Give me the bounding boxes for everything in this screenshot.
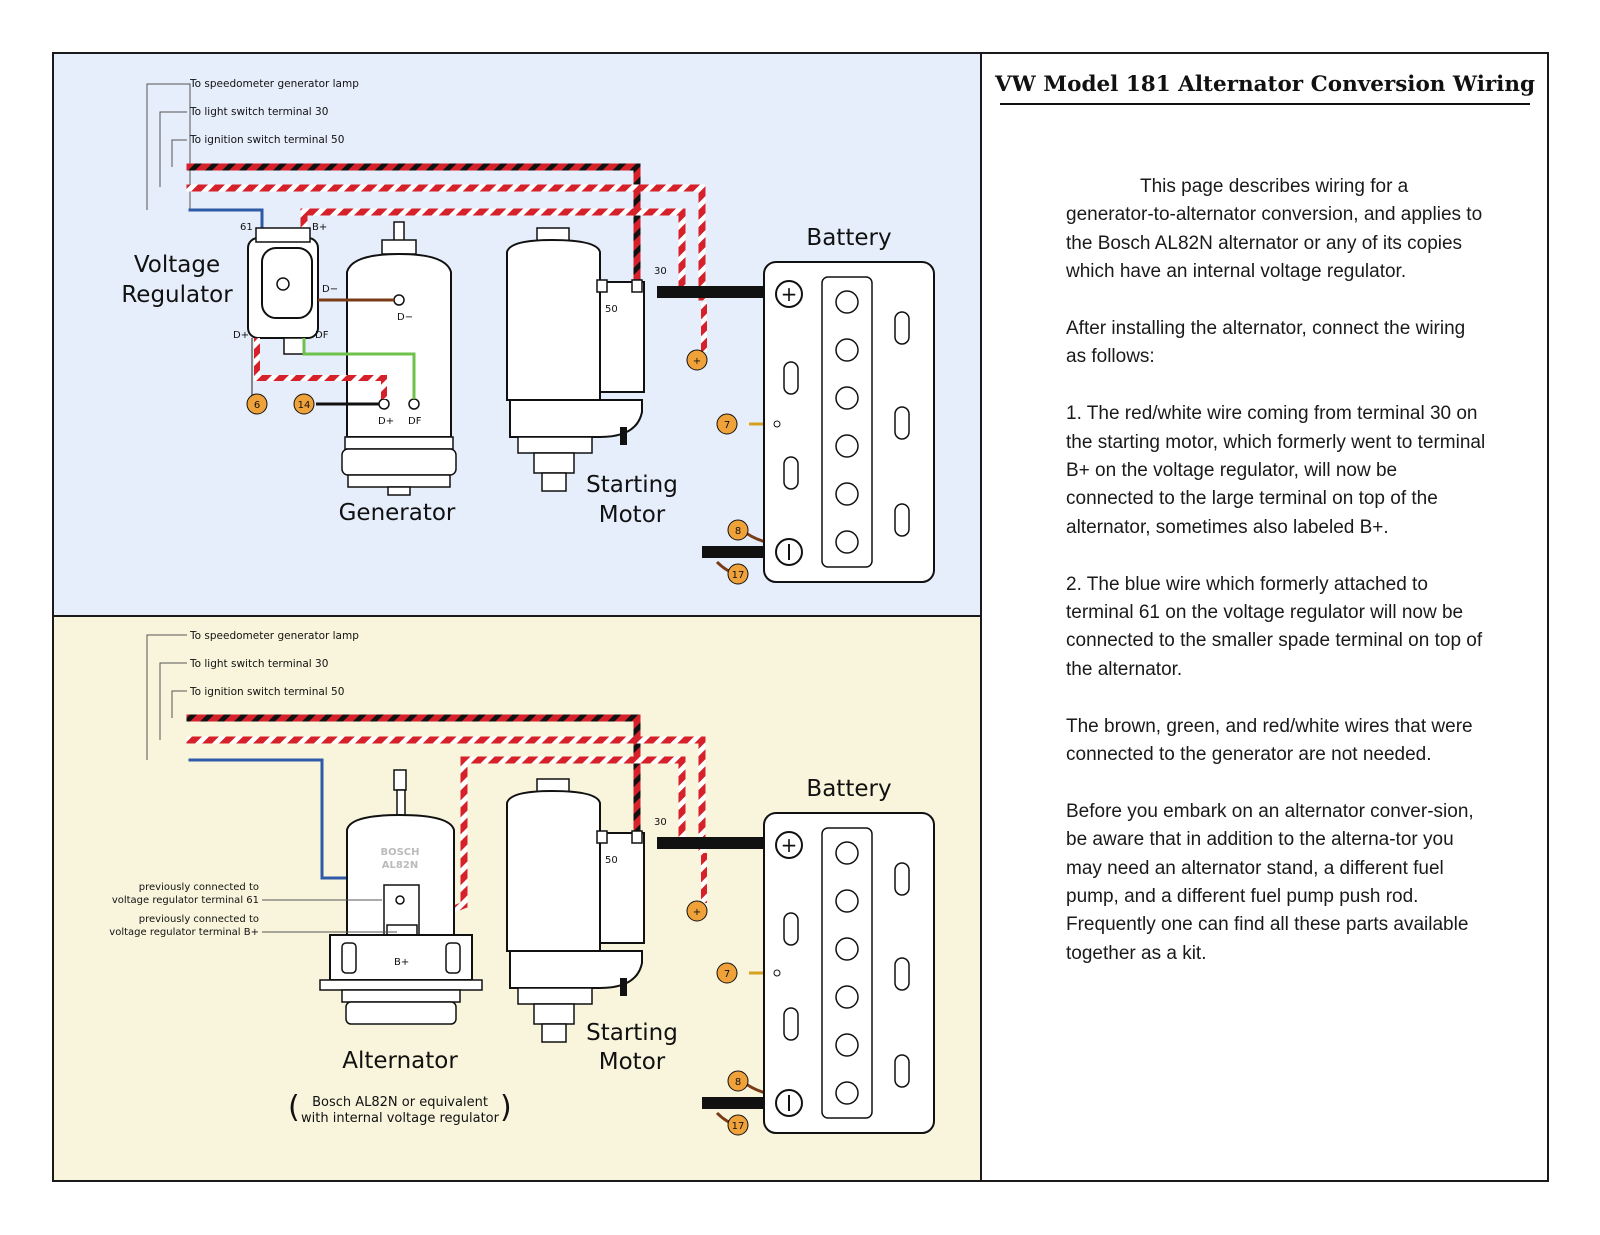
- alternator-note-line1: Bosch AL82N or equivalent: [312, 1095, 488, 1110]
- svg-text:7: 7: [724, 420, 730, 431]
- svg-text:7: 7: [724, 969, 730, 980]
- starting-motor: [506, 778, 645, 1043]
- red-white-wire-dplus: [254, 338, 387, 399]
- badge-17: 17: [727, 1114, 749, 1136]
- instruction-lead-paragraph: After installing the alternator, connect…: [1066, 318, 1466, 368]
- starter-label-line2: Motor: [599, 502, 666, 528]
- battery-label: Battery: [806, 225, 891, 251]
- page-title: VW Model 181 Alternator Conversion Wirin…: [995, 72, 1536, 97]
- leader-ignition-label: To ignition switch terminal 50: [189, 686, 344, 698]
- note-paren-left: (: [288, 1090, 300, 1125]
- leader-light-label: To light switch terminal 30: [189, 106, 328, 118]
- alternator-logo-line1: BOSCH: [380, 847, 419, 858]
- parts-note-paragraph: Before you embark on an alternator conve…: [1066, 800, 1474, 964]
- regulator-label-line2: Regulator: [121, 282, 233, 308]
- starting-motor: [506, 227, 645, 492]
- badge-7: 7: [716, 413, 738, 435]
- intro-paragraph: This page describes wiring for a generat…: [1066, 176, 1483, 283]
- svg-text:+: +: [693, 356, 701, 367]
- svg-text:+: +: [693, 907, 701, 918]
- starter-label-line1: Starting: [586, 1020, 678, 1046]
- battery-label: Battery: [806, 776, 891, 802]
- gen-terminal-dminus: D−: [397, 312, 413, 323]
- gen-terminal-dplus: D+: [378, 416, 394, 427]
- badge-7: 7: [716, 962, 738, 984]
- generator-label: Generator: [339, 500, 456, 526]
- badge-8: 8: [727, 519, 749, 541]
- battery: +: [763, 261, 935, 583]
- unused-wires-paragraph: The brown, green, and red/white wires th…: [1066, 715, 1473, 766]
- starter-terminal-50: 50: [605, 304, 618, 315]
- prev-61-line2: voltage regulator terminal 61: [112, 895, 259, 906]
- prev-bplus-line1: previously connected to: [139, 914, 259, 925]
- battery: +: [763, 812, 935, 1134]
- svg-text:8: 8: [735, 1077, 741, 1088]
- svg-text:17: 17: [732, 1121, 745, 1132]
- svg-text:17: 17: [732, 570, 745, 581]
- starter-label-line1: Starting: [586, 472, 678, 498]
- alternator-wiring-diagram: To speedometer generator lamp To light s…: [109, 630, 935, 1136]
- badge-14: 14: [293, 393, 315, 415]
- leader-speedo-label: To speedometer generator lamp: [189, 630, 359, 642]
- blue-wire-61: [188, 208, 264, 232]
- badge-6: 6: [246, 393, 268, 415]
- reg-terminal-61: 61: [240, 222, 253, 233]
- reg-terminal-dplus: D+: [233, 330, 249, 341]
- svg-text:+: +: [781, 833, 798, 857]
- note-paren-right: ): [500, 1090, 512, 1125]
- prev-61-line1: previously connected to: [139, 882, 259, 893]
- badge-17: 17: [727, 563, 749, 585]
- starter-terminal-30: 30: [654, 266, 667, 277]
- alternator-note-line2: with internal voltage regulator: [301, 1111, 500, 1126]
- generator: [341, 221, 457, 496]
- alternator: BOSCH AL82N: [319, 769, 483, 1025]
- red-white-wire-main: [186, 184, 706, 301]
- red-black-wire: [186, 163, 641, 311]
- alt-terminal-bplus: B+: [394, 957, 409, 968]
- red-white-wire-bplus: [300, 208, 686, 296]
- leader-ignition-label: To ignition switch terminal 50: [189, 134, 344, 146]
- green-wire-df: [302, 338, 416, 399]
- leader-lines: [146, 634, 187, 760]
- reg-terminal-df: DF: [315, 330, 329, 341]
- step-1-paragraph: 1. The red/white wire coming from termin…: [1066, 403, 1486, 538]
- voltage-regulator: [247, 227, 319, 355]
- badge-plus: +: [686, 349, 708, 371]
- prev-bplus-line2: voltage regulator terminal B+: [109, 927, 259, 938]
- generator-wiring-diagram: To speedometer generator lamp To light s…: [121, 78, 935, 585]
- alternator-label: Alternator: [342, 1048, 458, 1074]
- badge-plus: +: [686, 900, 708, 922]
- column-divider: [980, 52, 982, 1182]
- instructions-text: This page describes wiring for a generat…: [1066, 173, 1486, 997]
- harness-wires: [186, 163, 706, 311]
- svg-text:8: 8: [735, 526, 741, 537]
- title-underline: [1000, 103, 1530, 105]
- leader-lines: [146, 83, 191, 210]
- starter-label-line2: Motor: [599, 1049, 666, 1075]
- leader-light-label: To light switch terminal 30: [189, 658, 328, 670]
- red-white-wire-main: [186, 736, 706, 852]
- alternator-logo-line2: AL82N: [382, 860, 418, 871]
- reg-terminal-dminus: D−: [322, 284, 338, 295]
- step-2-paragraph: 2. The blue wire which formerly attached…: [1066, 573, 1483, 680]
- red-black-wire: [186, 714, 641, 862]
- starter-terminal-30: 30: [654, 817, 667, 828]
- badge-8: 8: [727, 1070, 749, 1092]
- regulator-label-line1: Voltage: [134, 252, 220, 278]
- reg-terminal-bplus: B+: [312, 222, 327, 233]
- starter-terminal-50: 50: [605, 855, 618, 866]
- svg-text:6: 6: [254, 400, 260, 411]
- svg-text:14: 14: [298, 400, 311, 411]
- svg-text:+: +: [781, 282, 798, 306]
- leader-speedo-label: To speedometer generator lamp: [189, 78, 359, 90]
- gen-terminal-df: DF: [408, 416, 422, 427]
